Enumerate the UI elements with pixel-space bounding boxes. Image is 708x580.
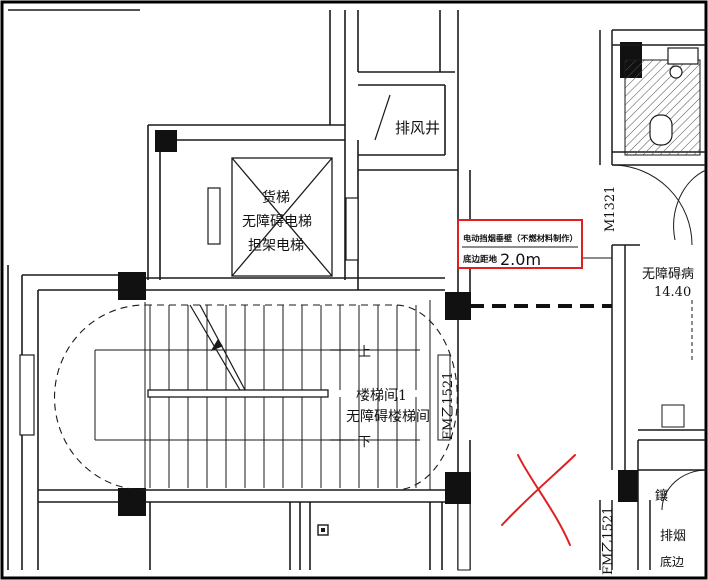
red-cross-mark xyxy=(501,454,576,546)
right-partial-label-3: 底边 xyxy=(660,554,684,569)
stair-fire-door-frame xyxy=(437,354,451,441)
exhaust-shaft-label: 排风井 xyxy=(395,119,440,137)
exhaust-shaft-mark xyxy=(374,94,391,141)
door-tag-fm-top: FM乙1521 xyxy=(441,372,456,440)
room-cabinet xyxy=(661,404,685,428)
structural-columns xyxy=(118,42,642,516)
stair-direction-arrows xyxy=(189,304,355,441)
room-area-label: 14.40 xyxy=(654,285,691,300)
stair-treads xyxy=(149,305,417,488)
stair-handrail xyxy=(147,389,329,398)
window-left xyxy=(19,354,35,436)
bathroom-fixtures xyxy=(649,47,699,146)
door-tag-m1321: M1321 xyxy=(603,186,618,232)
elevator-door-frame xyxy=(345,197,359,261)
right-partial-label-1: 鑲 xyxy=(655,488,668,504)
elevator-label-3: 担架电梯 xyxy=(248,238,304,254)
elevator-label-2: 无障碍电梯 xyxy=(242,214,312,230)
smoke-curtain-annotation-box xyxy=(457,219,583,269)
stair-up-label: 上 xyxy=(358,345,371,360)
stair-name-label: 楼梯间1 xyxy=(356,388,407,404)
door-swing-m1321 xyxy=(611,164,693,246)
stair-outline xyxy=(94,300,431,490)
corridor-walls xyxy=(7,9,471,570)
annotation-line-2-value: 2.0m xyxy=(500,250,541,269)
annotation-line-2-prefix: 底边距地 xyxy=(463,254,498,265)
door-swing-lower xyxy=(661,469,707,511)
stair-down-label: 下 xyxy=(358,435,371,450)
elevator-call-panel xyxy=(207,187,221,245)
elevator-label-1: 货梯 xyxy=(262,189,290,206)
annotation-line-1: 电动挡烟垂壁（不燃材料制作） xyxy=(463,233,578,243)
door-swing-room xyxy=(673,169,707,241)
annotation-leader xyxy=(582,257,613,302)
room-name-label: 无障碍病 xyxy=(642,267,694,282)
floor-drain-dot xyxy=(321,528,325,532)
stair-landing-outline xyxy=(54,304,458,491)
door-tag-fm-bottom: FM乙1521 xyxy=(601,507,616,575)
right-partial-label-2: 排烟 xyxy=(660,529,686,544)
elevator-car xyxy=(231,157,333,277)
stair-type-label: 无障碍楼梯间 xyxy=(346,409,430,425)
